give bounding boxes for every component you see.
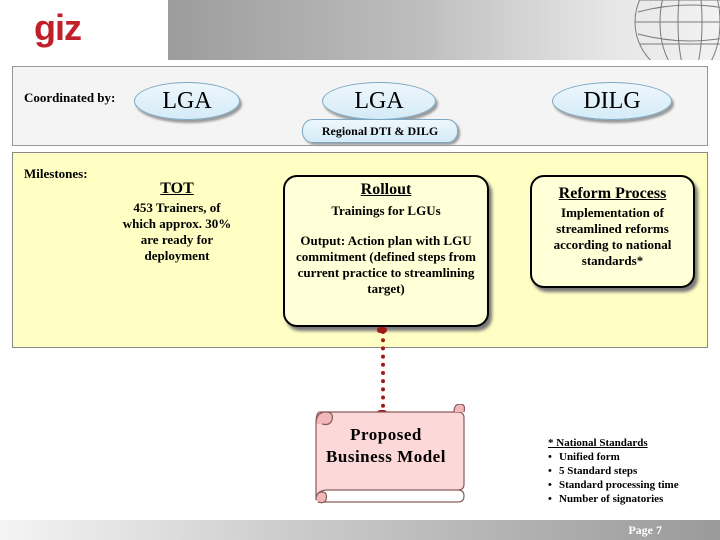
national-standards-notes: * National Standards Unified form 5 Stan… [548, 436, 679, 506]
rollout-title: Rollout [360, 181, 412, 198]
notes-title: * National Standards [548, 437, 648, 449]
dotted-connector [381, 330, 385, 416]
list-item: Number of signatories [548, 492, 679, 506]
rollout-output-text: Output: Action plan with LGU commitment … [296, 233, 476, 296]
dilg-pill: DILG [552, 82, 672, 120]
giz-logo: giz [34, 7, 82, 48]
tot-title: TOT [160, 180, 194, 197]
rollout-trainings-text: Trainings for LGUs [331, 203, 441, 218]
page-number: Page 7 [628, 523, 662, 537]
proposed-business-model-text: Proposed Business Model [326, 425, 446, 466]
globe-icon [634, 0, 720, 60]
header-bar [168, 0, 720, 60]
lga-pill-1: LGA [134, 82, 240, 120]
notes-list: Unified form 5 Standard steps Standard p… [548, 450, 679, 506]
list-item: Unified form [548, 450, 679, 464]
coordinated-by-label: Coordinated by: [24, 90, 116, 105]
slide-footer: Page 7 [0, 520, 720, 540]
tot-text: 453 Trainers, of which approx. 30% are r… [122, 200, 232, 263]
rollout-box: Rollout Trainings for LGUs Output: Actio… [283, 175, 489, 327]
reform-title: Reform Process [558, 185, 667, 202]
tot-box: TOT 453 Trainers, of which approx. 30% a… [120, 176, 234, 270]
lga-pill-2: LGA [322, 82, 436, 120]
list-item: 5 Standard steps [548, 464, 679, 478]
reform-text: Implementation of streamlined reforms ac… [553, 205, 672, 268]
list-item: Standard processing time [548, 478, 679, 492]
slide-header: giz [0, 0, 720, 60]
regional-dti-dilg-pill: Regional DTI & DILG [302, 119, 458, 143]
scroll-shape [315, 404, 466, 504]
milestones-label: Milestones: [24, 166, 88, 181]
reform-process-box: Reform Process Implementation of streaml… [530, 175, 695, 288]
